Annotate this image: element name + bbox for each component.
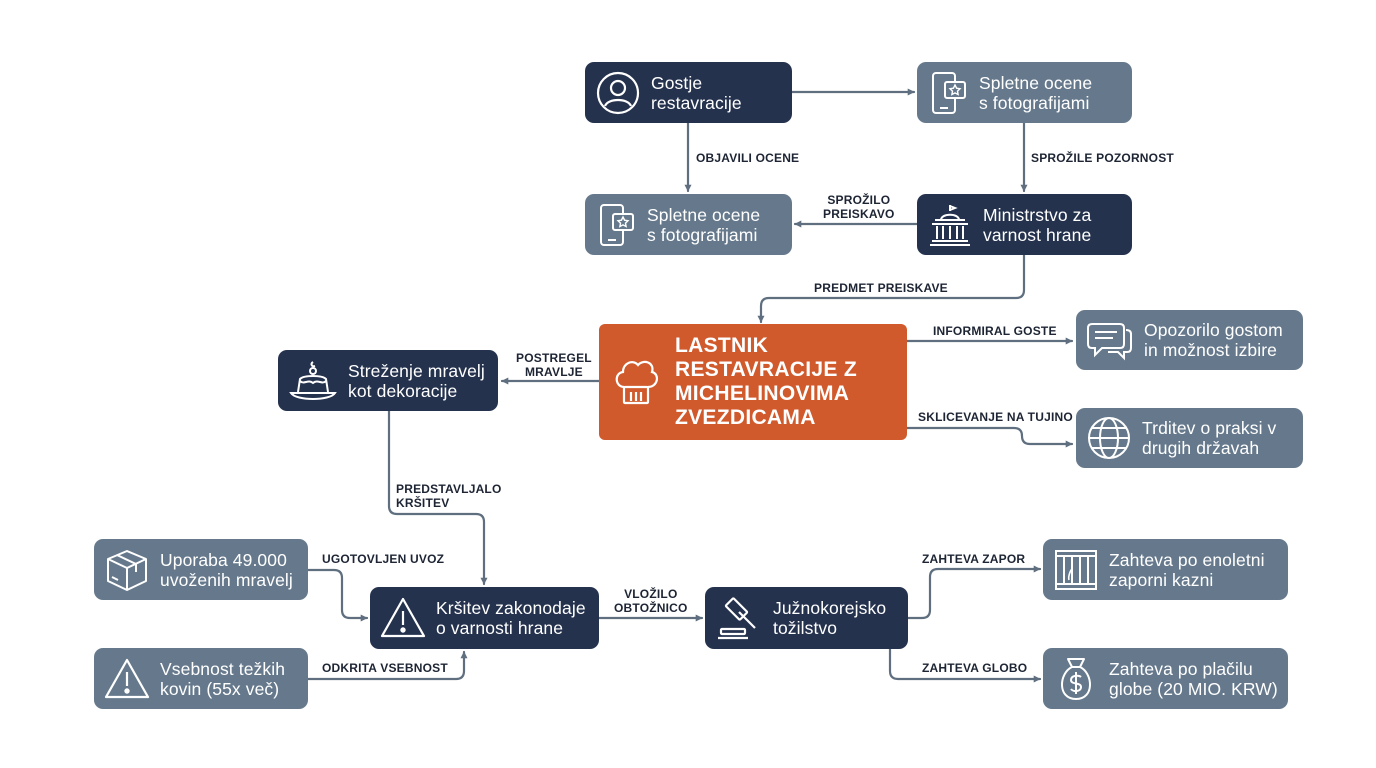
edge-label-predmet-preiskave: PREDMET PREISKAVE	[814, 281, 948, 295]
node-zahteva-globa: Zahteva po plačilu globe (20 MIO. KRW)	[1043, 648, 1288, 709]
node-juznokorejsko-tozilstvo: Južnokorejsko tožilstvo	[705, 587, 908, 649]
chef-hat-icon	[611, 356, 661, 408]
edge-label-odkrita-vsebnost: ODKRITA VSEBNOST	[322, 661, 448, 675]
gavel-icon	[715, 595, 763, 641]
node-label: Gostje restavracije	[651, 72, 742, 113]
warning-icon	[104, 657, 150, 701]
edge-label-informiral-goste: INFORMIRAL GOSTE	[933, 324, 1057, 338]
node-label: Ministrstvo za varnost hrane	[983, 204, 1092, 245]
node-zahteva-zapor: Zahteva po enoletni zaporni kazni	[1043, 539, 1288, 600]
globe-icon	[1086, 415, 1132, 461]
user-icon	[595, 70, 641, 116]
node-label: Vsebnost težkih kovin (55x več)	[160, 658, 286, 699]
money-bag-icon	[1053, 655, 1099, 703]
node-label: Spletne ocene s fotografijami	[979, 72, 1093, 113]
phone-review-icon	[927, 70, 969, 116]
node-label: Zahteva po enoletni zaporni kazni	[1109, 549, 1265, 590]
warning-icon	[380, 596, 426, 640]
node-spletne-ocene-top: Spletne ocene s fotografijami	[917, 62, 1132, 123]
edge-label-vlozilo-obtoznico: VLOŽILO OBTOŽNICO	[614, 587, 688, 615]
edge-label-objavili-ocene: OBJAVILI OCENE	[696, 151, 800, 165]
jail-bars-icon	[1053, 547, 1099, 593]
node-lastnik-restavracije: LASTNIK RESTAVRACIJE Z MICHELINOVIMA ZVE…	[599, 324, 907, 440]
node-krsitev-zakonodaje: Kršitev zakonodaje o varnosti hrane	[370, 587, 599, 649]
node-label: Južnokorejsko tožilstvo	[773, 598, 887, 638]
edge-label-sprozile-pozornost: SPROŽILE POZORNOST	[1031, 151, 1174, 165]
edge-label-sklicevanje-na-tujino: SKLICEVANJE NA TUJINO	[918, 410, 1073, 424]
edge-label-ugotovljen-uvoz: UGOTOVLJEN UVOZ	[322, 552, 445, 566]
edge-label-predstavljalo-krsitev: PREDSTAVLJALO KRŠITEV	[396, 482, 502, 510]
edge-label-zahteva-zapor: ZAHTEVA ZAPOR	[922, 552, 1026, 566]
dessert-icon	[288, 359, 338, 403]
node-gostje-restavracije: Gostje restavracije	[585, 62, 792, 123]
edge-tozilstvo-to-globa	[888, 647, 1042, 683]
phone-review-icon	[595, 202, 637, 248]
node-label: Zahteva po plačilu globe (20 MIO. KRW)	[1109, 658, 1278, 699]
node-label: Trditev o praksi v drugih državah	[1142, 418, 1277, 458]
node-uporaba-mravelj: Uporaba 49.000 uvoženih mravelj	[94, 539, 308, 600]
edge-ministrstvo-to-lastnik	[757, 253, 1026, 324]
node-opozorilo-gostom: Opozorilo gostom in možnost izbire	[1076, 310, 1303, 370]
edge-strezenje-to-krsitev	[387, 409, 488, 586]
edge-label-zahteva-globo: ZAHTEVA GLOBO	[922, 661, 1028, 675]
node-vsebnost-kovin: Vsebnost težkih kovin (55x več)	[94, 648, 308, 709]
node-label: Kršitev zakonodaje o varnosti hrane	[436, 598, 586, 638]
edge-vsebnost-to-krsitev	[306, 650, 468, 681]
package-icon	[104, 547, 150, 593]
node-strezenje-mravelj: Streženje mravelj kot dekoracije	[278, 350, 498, 411]
node-trditev-o-praksi: Trditev o praksi v drugih državah	[1076, 408, 1303, 468]
government-building-icon	[927, 203, 973, 247]
node-label: Spletne ocene s fotografijami	[647, 204, 761, 245]
node-label: Uporaba 49.000 uvoženih mravelj	[160, 549, 293, 590]
edge-label-sprozilo-preiskavo: SPROŽILO PREISKAVO	[823, 193, 895, 221]
node-ministrstvo: Ministrstvo za varnost hrane	[917, 194, 1132, 255]
node-spletne-ocene-left: Spletne ocene s fotografijami	[585, 194, 792, 255]
node-label: Streženje mravelj kot dekoracije	[348, 360, 485, 401]
node-label: Opozorilo gostom in možnost izbire	[1144, 320, 1283, 360]
edge-lastnik-to-trditev	[905, 426, 1074, 448]
speech-bubble-icon	[1086, 318, 1134, 362]
edge-uporaba-to-krsitev	[306, 568, 369, 622]
node-label: LASTNIK RESTAVRACIJE Z MICHELINOVIMA ZVE…	[675, 334, 857, 429]
edge-label-postregel-mravlje: POSTREGEL MRAVLJE	[516, 351, 592, 379]
edge-tozilstvo-to-zapor	[906, 565, 1042, 620]
